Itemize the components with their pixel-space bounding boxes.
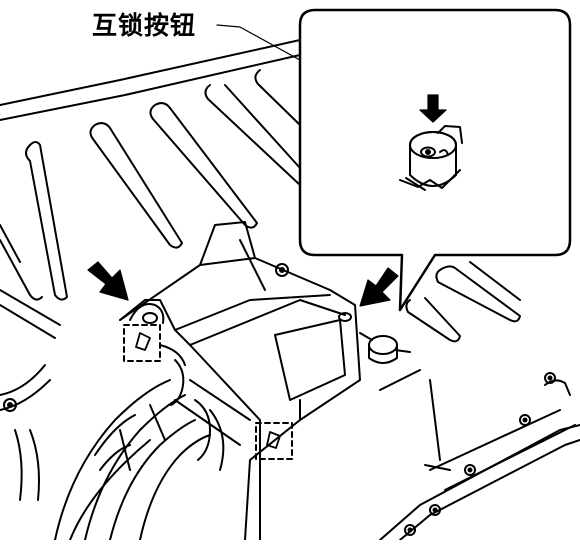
cover-ribs (0, 69, 521, 343)
arrow-down-icon (419, 94, 447, 123)
latch-markers (123, 324, 293, 460)
latch-shapes (135, 332, 281, 449)
interlock-button-label: 互锁按钮 (92, 11, 197, 40)
arrow-down-right-icon (87, 261, 129, 301)
bus-bar-right (379, 369, 580, 540)
battery-cover (0, 39, 301, 339)
interlock-button-zoomed (399, 125, 463, 191)
cable-bundle (0, 344, 225, 540)
service-plug-housing (119, 221, 361, 540)
dashed-box-icon (123, 324, 161, 362)
arrow-down-left-icon (359, 267, 399, 307)
dashed-box-icon (255, 422, 293, 460)
interlock-button-small (359, 332, 411, 364)
